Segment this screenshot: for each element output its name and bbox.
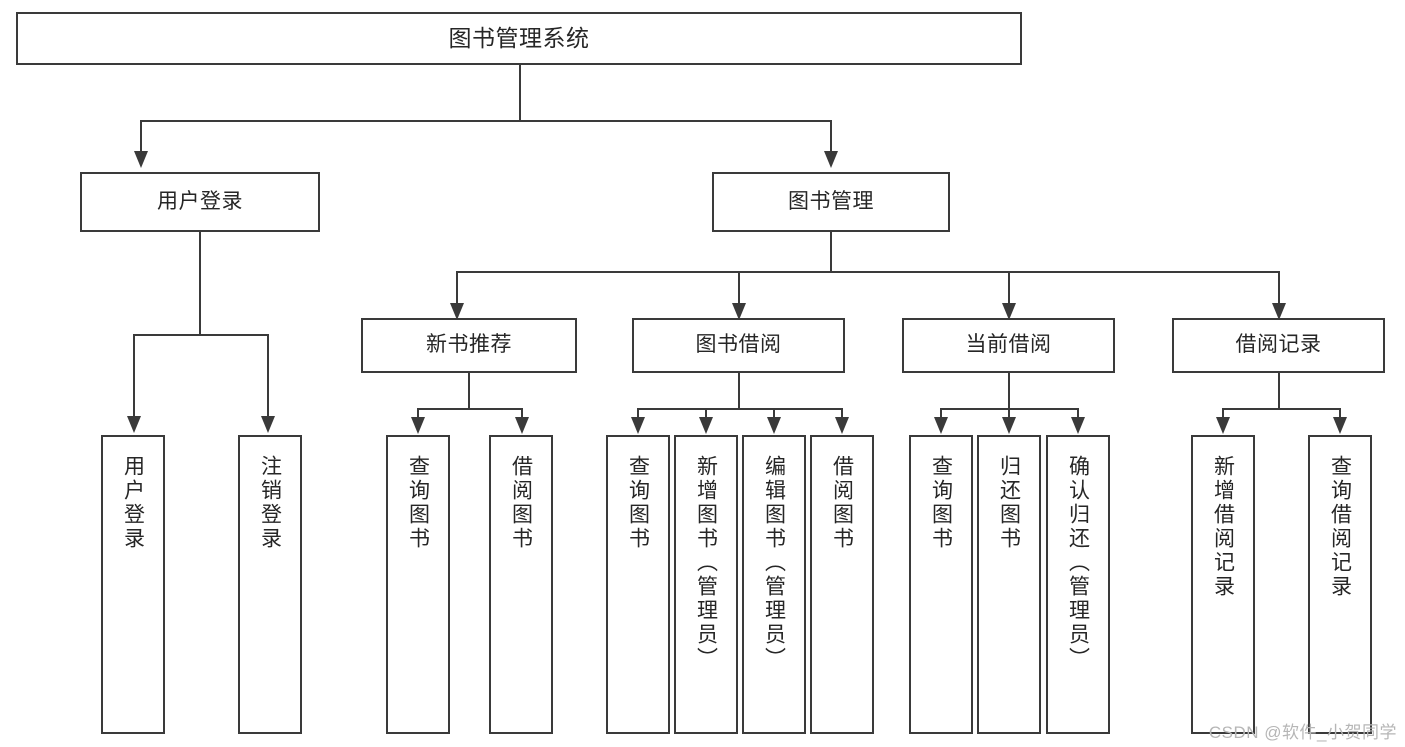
arrowhead-bb-edit-book [767,417,781,434]
arrowhead-cb-query-book [934,417,948,434]
arrowhead-bb-add-book [699,417,713,434]
connector-user-login-trunk [199,232,201,335]
leaf-cb-return-book-label: 归还图书 [997,455,1021,551]
connector-book-borrow-bus [637,408,841,410]
connector-new-book-leaf1 [417,408,419,419]
node-user-login[interactable]: 用户登录 [80,172,320,232]
connector-book-mgmt-bus [456,271,1278,273]
node-new-book-recommend[interactable]: 新书推荐 [361,318,577,373]
connector-cb-leaf2 [1008,408,1010,419]
leaf-bb-query-book[interactable]: 查询图书 [606,435,670,734]
leaf-cb-return-book[interactable]: 归还图书 [977,435,1041,734]
node-root[interactable]: 图书管理系统 [16,12,1022,65]
leaf-nb-borrow-book-label: 借阅图书 [509,455,533,551]
connector-new-book-trunk [468,373,470,409]
node-book-borrow-label: 图书借阅 [695,333,782,357]
node-root-label: 图书管理系统 [448,24,590,51]
connector-bb-leaf3 [773,408,775,419]
node-book-management[interactable]: 图书管理 [712,172,950,232]
node-borrow-record[interactable]: 借阅记录 [1172,318,1385,373]
connector-root-trunk [519,65,521,121]
arrowhead-leaf-logout [261,416,275,433]
connector-bb-leaf1 [637,408,639,419]
connector-book-mgmt-trunk [830,232,832,272]
connector-br-leaf1 [1222,408,1224,419]
connector-current-borrow-trunk [1008,373,1010,409]
leaf-nb-borrow-book[interactable]: 借阅图书 [489,435,553,734]
arrowhead-bb-borrow-book [835,417,849,434]
arrowhead-user-login [134,151,148,168]
arrowhead-nb-query-book [411,417,425,434]
leaf-bb-edit-book-label: 编辑图书（管理员） [762,455,786,671]
connector-user-login-leaf1 [133,334,135,418]
leaf-br-query-record-label: 查询借阅记录 [1328,455,1352,599]
leaf-logout[interactable]: 注销登录 [238,435,302,734]
leaf-nb-query-book[interactable]: 查询图书 [386,435,450,734]
connector-bb-leaf2 [705,408,707,419]
leaf-bb-query-book-label: 查询图书 [626,455,650,551]
node-borrow-record-label: 借阅记录 [1235,333,1322,357]
connector-br-leaf2 [1339,408,1341,419]
connector-user-login-bus [133,334,267,336]
leaf-bb-borrow-book[interactable]: 借阅图书 [810,435,874,734]
node-current-borrow[interactable]: 当前借阅 [902,318,1115,373]
connector-root-to-book-mgmt [830,120,832,153]
leaf-br-query-record[interactable]: 查询借阅记录 [1308,435,1372,734]
connector-to-book-borrow [738,271,740,305]
arrowhead-nb-borrow-book [515,417,529,434]
node-new-book-recommend-label: 新书推荐 [426,333,512,357]
connector-root-bus [140,120,830,122]
arrowhead-current-borrow [1002,303,1016,320]
leaf-logout-label: 注销登录 [258,455,282,551]
leaf-nb-query-book-label: 查询图书 [406,455,430,551]
arrowhead-book-borrow [732,303,746,320]
arrowhead-book-mgmt [824,151,838,168]
leaf-bb-add-book[interactable]: 新增图书（管理员） [674,435,738,734]
leaf-cb-query-book-label: 查询图书 [929,455,953,551]
leaf-br-add-record-label: 新增借阅记录 [1211,455,1235,599]
arrowhead-br-add-record [1216,417,1230,434]
connector-bb-leaf4 [841,408,843,419]
connector-root-to-user-login [140,120,142,153]
node-book-borrow[interactable]: 图书借阅 [632,318,845,373]
leaf-user-login-label: 用户登录 [121,455,145,551]
connector-borrow-record-bus [1222,408,1339,410]
leaf-br-add-record[interactable]: 新增借阅记录 [1191,435,1255,734]
connector-user-login-leaf2 [267,334,269,418]
arrowhead-new-book [450,303,464,320]
arrowhead-bb-query-book [631,417,645,434]
connector-new-book-bus [417,408,521,410]
node-current-borrow-label: 当前借阅 [965,333,1052,357]
node-book-management-label: 图书管理 [788,189,874,213]
arrowhead-borrow-record [1272,303,1286,320]
arrowhead-br-query-record [1333,417,1347,434]
connector-to-borrow-record [1278,271,1280,305]
connector-new-book-leaf2 [521,408,523,419]
connector-cb-leaf1 [940,408,942,419]
connector-to-current-borrow [1008,271,1010,305]
connector-to-new-book [456,271,458,305]
arrowhead-cb-confirm-return [1071,417,1085,434]
leaf-bb-add-book-label: 新增图书（管理员） [694,455,718,671]
arrowhead-cb-return-book [1002,417,1016,434]
connector-book-borrow-trunk [738,373,740,409]
leaf-bb-borrow-book-label: 借阅图书 [830,455,854,551]
leaf-cb-confirm-return-label: 确认归还（管理员） [1066,455,1090,671]
leaf-cb-query-book[interactable]: 查询图书 [909,435,973,734]
arrowhead-leaf-user-login [127,416,141,433]
node-user-login-label: 用户登录 [157,189,243,213]
connector-cb-leaf3 [1077,408,1079,419]
leaf-bb-edit-book[interactable]: 编辑图书（管理员） [742,435,806,734]
leaf-user-login[interactable]: 用户登录 [101,435,165,734]
leaf-cb-confirm-return[interactable]: 确认归还（管理员） [1046,435,1110,734]
connector-borrow-record-trunk [1278,373,1280,409]
